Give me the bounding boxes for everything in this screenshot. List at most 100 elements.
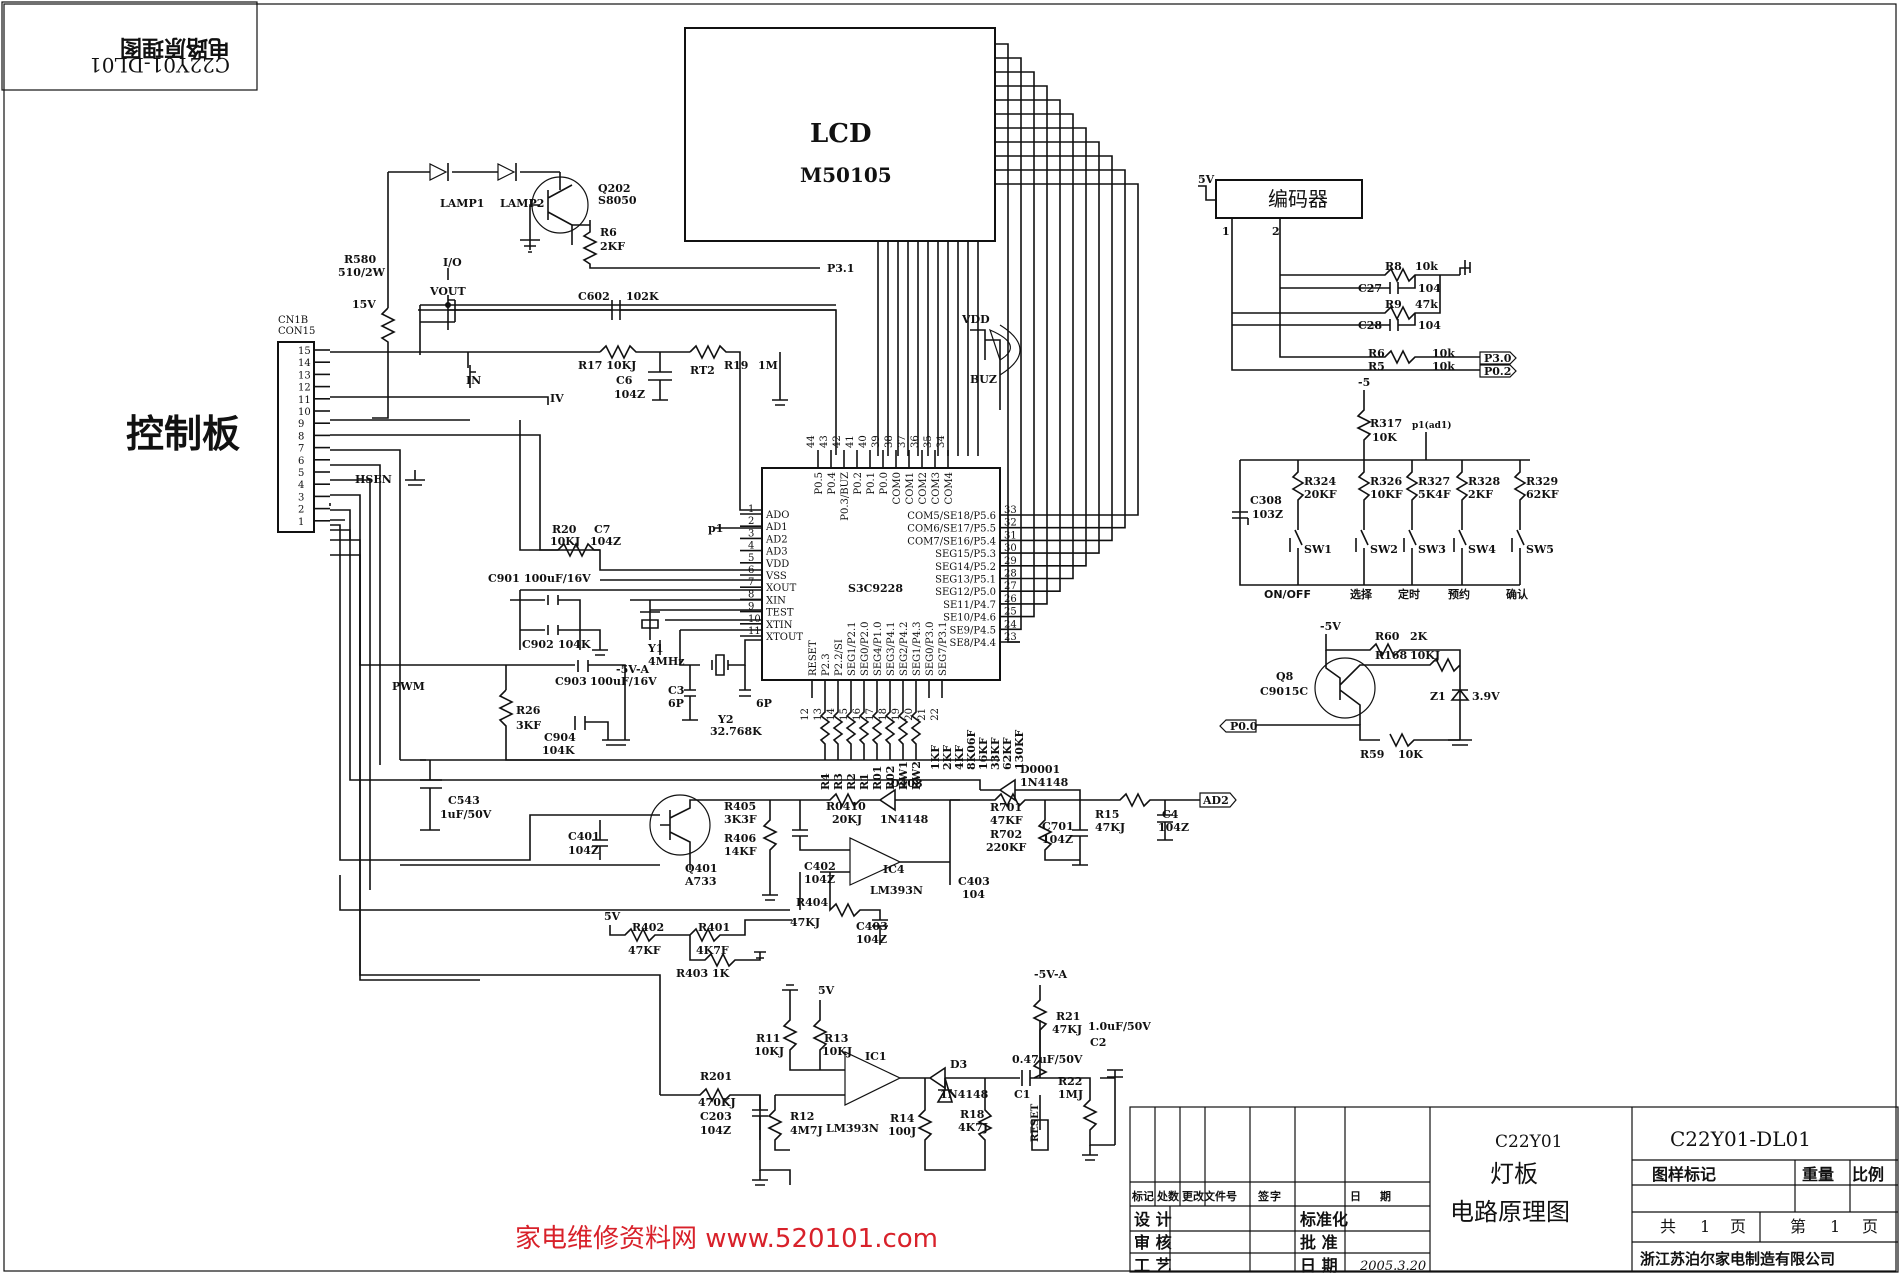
r168-label: R168 bbox=[1375, 649, 1407, 662]
connector-cn1b: CN1B CON15 bbox=[277, 315, 315, 533]
title-row-label: 设 计 bbox=[1134, 1210, 1172, 1229]
c901-value: 100uF/16V bbox=[524, 572, 591, 585]
r6b-label: R6 bbox=[1368, 347, 1385, 360]
ladder-resistor-value: 130KF bbox=[1013, 729, 1026, 770]
mcu-left-pin-name: XTIN bbox=[766, 620, 793, 631]
r20-label: R20 bbox=[552, 523, 577, 536]
title-total: 共 bbox=[1660, 1217, 1676, 1236]
ladder-resistor bbox=[845, 698, 857, 760]
r26-label: R26 bbox=[516, 704, 541, 717]
title-header-cell: 日 bbox=[1350, 1190, 1361, 1203]
c402-value: 104Z bbox=[804, 873, 835, 886]
c2-value: 1.0uF/50V bbox=[1088, 1020, 1151, 1033]
ladder-resistor bbox=[858, 698, 870, 760]
title-row-right: 日 期 bbox=[1300, 1256, 1338, 1275]
d0001-label: D0001 bbox=[1020, 763, 1060, 776]
mcu-bottom-pin-name: SEG0/P2.0 bbox=[860, 621, 871, 676]
c203-label: C203 bbox=[700, 1110, 732, 1123]
title-pages2: 1 bbox=[1830, 1217, 1840, 1236]
connector-pin-number: 3 bbox=[298, 492, 304, 503]
c27-value: 104 bbox=[1418, 282, 1441, 295]
lamp2-label: LAMP2 bbox=[500, 197, 544, 210]
key-resistor-value: 62KF bbox=[1526, 488, 1559, 501]
r402-label: R402 bbox=[632, 921, 664, 934]
c7-value: 104Z bbox=[590, 535, 621, 548]
key-switch-label: SW4 bbox=[1468, 543, 1496, 556]
mcu-right-pin-name: SEG13/P5.1 bbox=[935, 575, 996, 586]
r9-value: 47k bbox=[1415, 298, 1438, 311]
mcu-top-pin-name: COM0 bbox=[892, 472, 903, 504]
c402-label: C402 bbox=[804, 860, 836, 873]
mcu-right-pin-number: 31 bbox=[1004, 530, 1017, 541]
p00-label: P0.0 bbox=[1230, 720, 1258, 733]
ladder-resistor-value: 1KF bbox=[929, 745, 942, 770]
r702-label: R702 bbox=[990, 828, 1022, 841]
encoder-label: 编码器 bbox=[1268, 187, 1328, 211]
key-switch-circuit bbox=[1403, 460, 1419, 585]
mcu-chip: S3C9228 bbox=[761, 467, 1001, 681]
y1-label: Y1 bbox=[647, 642, 664, 655]
encoder-pin1: 1 bbox=[1222, 225, 1230, 238]
lcd-bus-line bbox=[995, 183, 1139, 516]
c903-value: 100uF/16V bbox=[590, 675, 657, 688]
mcu-right-pin-number: 23 bbox=[1004, 632, 1017, 643]
r13-value: 10KJ bbox=[822, 1045, 852, 1058]
sheet-border bbox=[3, 3, 1897, 1272]
vout-label: VOUT bbox=[429, 285, 467, 298]
mcu-top-pin-number: 36 bbox=[910, 435, 921, 448]
mcu-bottom-pin-name: SEG0/P3.0 bbox=[925, 621, 936, 676]
ladder-resistor-value: 16KF bbox=[977, 737, 990, 770]
mcu-right-pin-number: 32 bbox=[1004, 518, 1017, 529]
mcu-right-pin-number: 30 bbox=[1004, 543, 1017, 554]
mcu-left-pin-name: ADO bbox=[765, 510, 789, 521]
r20-value: 10KJ bbox=[550, 535, 580, 548]
title-row-right: 标准化 bbox=[1299, 1210, 1348, 1229]
mcu-top-pin-number: 41 bbox=[845, 435, 856, 448]
r404-label: R404 bbox=[796, 896, 828, 909]
title-weight: 重量 bbox=[1802, 1165, 1834, 1184]
title-page-unit2: 页 bbox=[1862, 1217, 1878, 1236]
mcu-right-pin-number: 28 bbox=[1004, 569, 1017, 580]
q401-label: Q401 bbox=[685, 862, 718, 875]
ladder-resistor-label: R1 bbox=[858, 773, 871, 790]
r0410-label: R0410 bbox=[826, 800, 866, 813]
ladder-resistor bbox=[832, 698, 844, 760]
ladder-resistor-value: 33KF bbox=[989, 737, 1002, 770]
key-resistor-value: 2KF bbox=[1468, 488, 1493, 501]
title-code-left: C22Y01 bbox=[1495, 1132, 1563, 1152]
lcd-bus-line bbox=[995, 85, 1048, 605]
mcu-left-pin-number: 7 bbox=[748, 577, 754, 588]
c2-label: C2 bbox=[1090, 1036, 1106, 1049]
control-board-label: 控制板 bbox=[126, 412, 240, 456]
title-block: 标记处数更改文件号签字日期 设 计标准化审 核批 准工 艺日 期 C22Y01 … bbox=[1129, 1106, 1899, 1275]
title-header-cell: 期 bbox=[1380, 1189, 1391, 1203]
r60-value: 2K bbox=[1410, 630, 1428, 643]
encoder-box bbox=[1215, 179, 1363, 219]
c401-value: 104Z bbox=[568, 844, 599, 857]
connector-pin-number: 9 bbox=[298, 419, 304, 430]
r402-value: 47KF bbox=[628, 944, 661, 957]
r6-label: R6 bbox=[600, 226, 617, 239]
mcu-top-pin-name: P0.3/BUZ bbox=[840, 472, 851, 521]
vdd-label: VDD bbox=[961, 313, 990, 326]
r404-value: 47KJ bbox=[790, 916, 820, 929]
mcu-bottom-pin-name: SEG2/P4.2 bbox=[899, 621, 910, 676]
mcu-bottom-pin-number: 16 bbox=[852, 708, 863, 721]
mcu-bottom-pin-name: P2.2/SI bbox=[834, 639, 845, 676]
connector-title: CN1B bbox=[278, 315, 308, 326]
mcu-top-pin-number: 42 bbox=[832, 435, 843, 448]
connector-pin-number: 12 bbox=[298, 383, 311, 394]
mcu-top-wiring: I/O VOUT C602 102K R17 10KJ C6 104Z RT2 … bbox=[330, 256, 837, 511]
connector-pin-number: 7 bbox=[298, 444, 304, 455]
key-switch-circuit bbox=[1511, 460, 1527, 585]
r701-value: 47KF bbox=[990, 814, 1023, 827]
p30-label: P3.0 bbox=[1484, 352, 1512, 365]
r26-value: 3KF bbox=[516, 719, 541, 732]
lcd-model: M50105 bbox=[800, 163, 892, 187]
title-diagram: 电路原理图 bbox=[1450, 1198, 1570, 1226]
connector-pin-number: 14 bbox=[298, 358, 311, 369]
z1-value: 3.9V bbox=[1472, 690, 1500, 703]
connector-pin-number: 5 bbox=[298, 468, 304, 479]
title-mark: 图样标记 bbox=[1652, 1165, 1716, 1184]
key-resistor-label: R326 bbox=[1370, 475, 1402, 488]
